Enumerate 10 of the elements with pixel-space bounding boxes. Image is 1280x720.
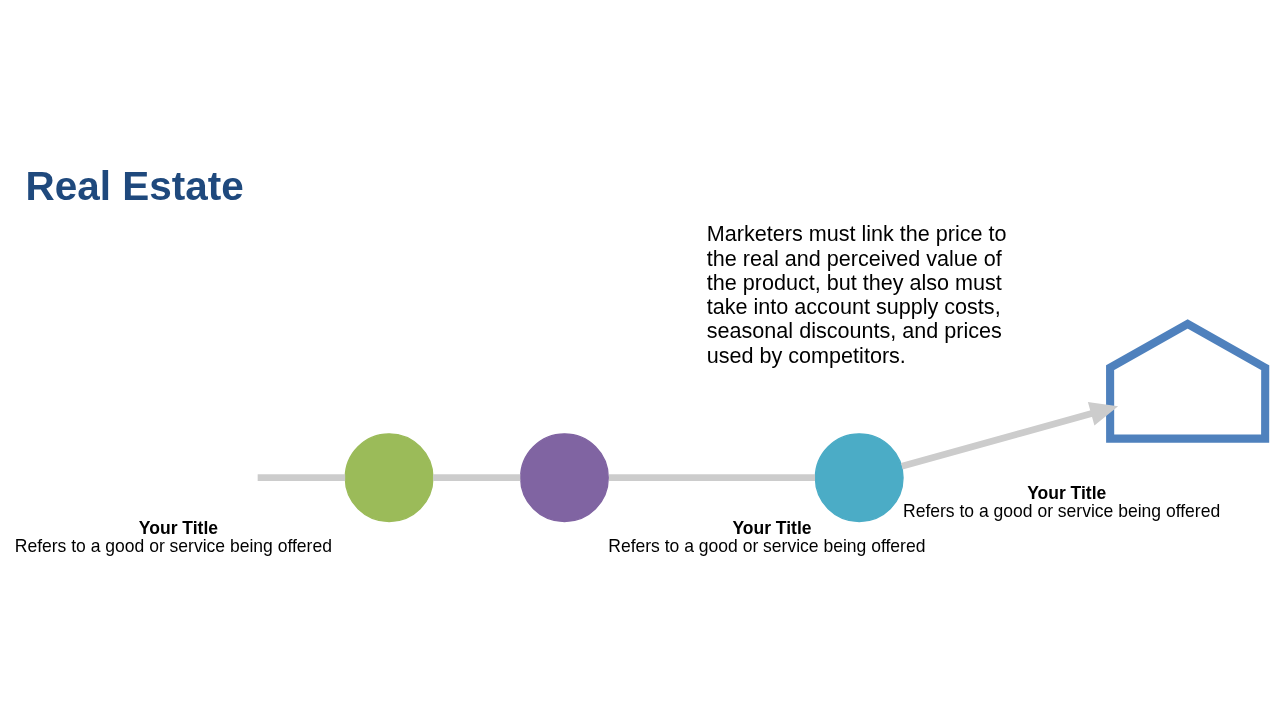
diagram-title: Real Estate bbox=[25, 162, 244, 209]
connector bbox=[608, 474, 816, 482]
connector bbox=[433, 474, 521, 482]
node-house bbox=[1106, 319, 1270, 443]
label: Marketers must link the price to the real and perceived value of the product, but they also must take into account supply costs, seasonal discounts, and prices used by competitors. bbox=[706, 221, 1007, 368]
arrow bbox=[900, 401, 1119, 470]
connector bbox=[257, 474, 346, 482]
node-circle bbox=[344, 433, 434, 523]
node-circle bbox=[519, 433, 609, 523]
node-circle bbox=[814, 433, 904, 523]
